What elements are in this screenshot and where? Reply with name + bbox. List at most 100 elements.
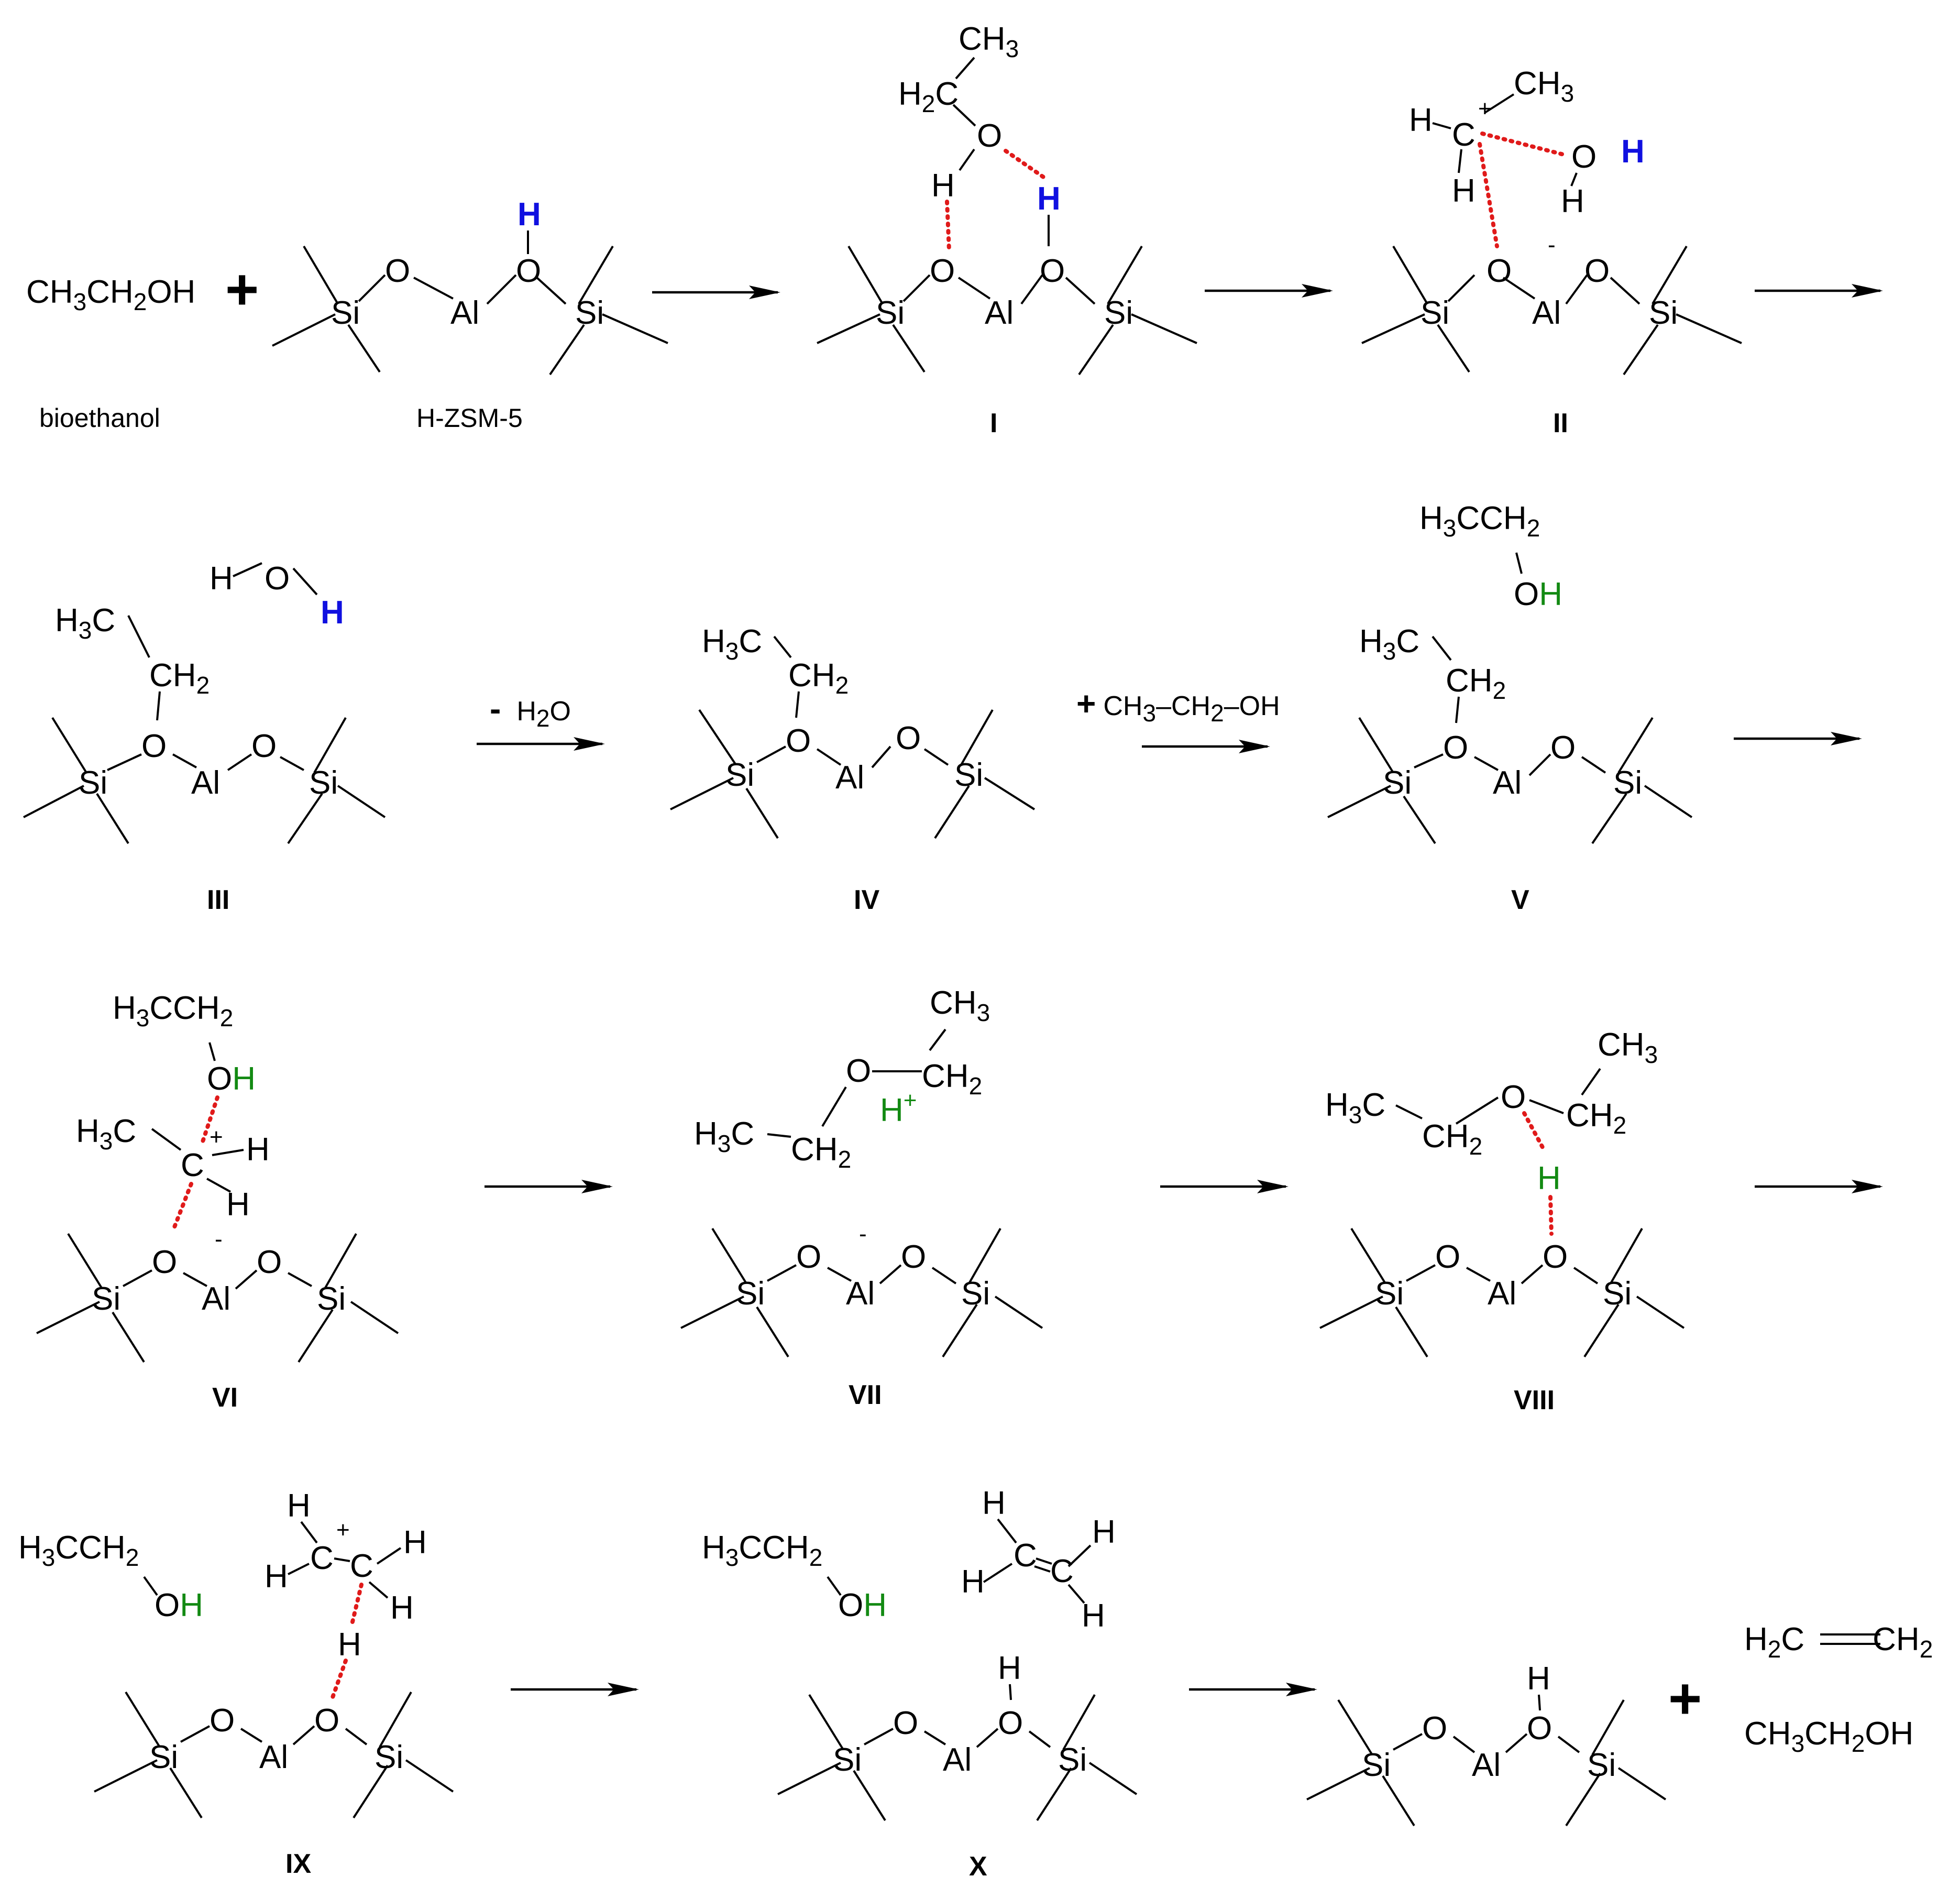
svg-text:H2C: H2C	[898, 76, 959, 117]
svg-text:O: O	[901, 1239, 926, 1275]
ethanol-proton: H	[1539, 576, 1562, 612]
reactant-ethanol: CH3CH2OH bioethanol	[26, 274, 195, 433]
svg-text:Si: Si	[317, 1281, 346, 1317]
svg-text:CH2: CH2	[149, 657, 210, 699]
svg-text:O: O	[152, 1244, 177, 1280]
intermediate-IX: H3CCH2 OH H H C + C H H H Si O Al O Si I…	[18, 1488, 454, 1879]
svg-text:CH2: CH2	[1446, 663, 1506, 704]
svg-text:H: H	[982, 1485, 1006, 1521]
svg-text:Si: Si	[1613, 765, 1642, 801]
svg-text:H3C: H3C	[1359, 623, 1419, 665]
svg-text:Si: Si	[575, 295, 604, 331]
svg-text:H3CCH2: H3CCH2	[1419, 500, 1540, 542]
svg-text:OH: OH	[1514, 576, 1562, 612]
intermediate-VIII: CH3 H3C CH2 O CH2 H Si O Al O Si VIII	[1319, 1027, 1685, 1415]
svg-text:Si: Si	[375, 1739, 403, 1775]
label-IV: IV	[854, 885, 879, 915]
svg-text:H: H	[961, 1564, 985, 1600]
ethanol-proton: H	[180, 1587, 203, 1623]
svg-text:Al: Al	[202, 1281, 230, 1317]
label-II: II	[1553, 408, 1568, 438]
svg-text:Si: Si	[1362, 1747, 1391, 1783]
zeolite-acid-proton: H	[517, 196, 541, 233]
label-X: X	[969, 1851, 987, 1882]
svg-text:Al: Al	[259, 1739, 288, 1775]
svg-text:H3C: H3C	[76, 1113, 136, 1155]
svg-text:C: C	[350, 1548, 373, 1584]
svg-text:H: H	[1561, 183, 1584, 219]
svg-text:C: C	[310, 1540, 334, 1576]
svg-text:CH3: CH3	[1514, 65, 1574, 107]
svg-text:H3C: H3C	[694, 1116, 754, 1157]
svg-text:H: H	[338, 1627, 361, 1663]
svg-text:O: O	[1527, 1710, 1552, 1747]
svg-text:H3C: H3C	[55, 602, 115, 644]
svg-text:O: O	[516, 253, 541, 289]
svg-text:O: O	[1422, 1710, 1447, 1747]
zeolite-caption: H-ZSM-5	[416, 403, 523, 433]
svg-text:Al: Al	[450, 295, 479, 331]
ethanol-proton: H+	[880, 1088, 917, 1128]
label-VIII: VIII	[1514, 1385, 1555, 1415]
svg-text:Si: Si	[1104, 295, 1133, 331]
svg-text:O: O	[1443, 730, 1468, 766]
label-IX: IX	[285, 1849, 311, 1879]
ethanol-proton: H	[863, 1587, 887, 1623]
svg-text:O: O	[1584, 253, 1610, 289]
svg-text:O: O	[1501, 1079, 1526, 1115]
svg-text:O: O	[141, 728, 167, 764]
intermediate-I: CH3 H2C O H H Si O Al O Si I	[817, 21, 1197, 438]
label-VII: VII	[849, 1380, 882, 1410]
zeolite-acid-proton: H	[1621, 134, 1645, 170]
svg-text:CH3: CH3	[959, 21, 1019, 62]
svg-text:-: -	[215, 1226, 223, 1252]
svg-text:H: H	[246, 1132, 270, 1168]
intermediate-II: CH3 H C + H O H H Si O - Al O Si II	[1361, 65, 1742, 438]
regenerated-zeolite: H Si O Al O Si	[1306, 1661, 1667, 1827]
label-I: I	[990, 408, 997, 438]
svg-text:O: O	[265, 561, 290, 597]
svg-text:Si: Si	[961, 1276, 990, 1312]
svg-text:H3CCH2: H3CCH2	[18, 1530, 139, 1571]
svg-text:O: O	[1486, 253, 1512, 289]
svg-text:CH2: CH2	[791, 1132, 851, 1173]
label-V: V	[1511, 885, 1529, 915]
svg-text:Si: Si	[725, 757, 754, 793]
svg-text:Al: Al	[846, 1276, 875, 1312]
plus-sign-1: +	[225, 257, 259, 322]
ethanol-caption: bioethanol	[39, 403, 160, 433]
svg-text:Al: Al	[1493, 765, 1522, 801]
svg-text:O: O	[210, 1703, 235, 1739]
svg-text:H3C: H3C	[1325, 1087, 1385, 1128]
intermediate-X: H3CCH2 OH H H H H C C H Si O Al O Si X	[702, 1485, 1138, 1882]
svg-text:CH2: CH2	[1422, 1118, 1482, 1160]
svg-text:O: O	[796, 1239, 821, 1275]
svg-text:Si: Si	[1587, 1747, 1616, 1783]
svg-text:H: H	[1452, 173, 1475, 209]
svg-text:Al: Al	[1472, 1747, 1501, 1783]
svg-text:Al: Al	[1488, 1276, 1516, 1312]
zeolite-acid-proton: H	[1037, 181, 1061, 217]
svg-text:CH3: CH3	[930, 985, 990, 1026]
svg-text:CH2: CH2	[788, 657, 849, 699]
svg-text:Si: Si	[833, 1742, 862, 1778]
intermediate-VII: CH3 O CH2 H+ H3C CH2 Si O - Al O Si VII	[680, 985, 1043, 1410]
svg-text:O: O	[251, 728, 277, 764]
svg-text:H3CCH2: H3CCH2	[113, 990, 233, 1031]
svg-text:Si: Si	[1603, 1276, 1632, 1312]
svg-text:O: O	[1040, 253, 1065, 289]
svg-text:Si: Si	[1375, 1276, 1404, 1312]
svg-text:H: H	[226, 1187, 250, 1223]
step-plus-ethanol: +CH3–CH2–OH	[1076, 685, 1280, 727]
svg-text:Si: Si	[92, 1281, 120, 1317]
step-minus-water: -H2O	[490, 690, 571, 732]
svg-text:H: H	[1409, 102, 1433, 138]
svg-text:O: O	[1543, 1239, 1568, 1275]
svg-text:H: H	[210, 561, 233, 597]
svg-text:+: +	[336, 1517, 350, 1543]
svg-text:Al: Al	[835, 760, 864, 796]
svg-text:O: O	[998, 1705, 1023, 1741]
svg-text:Si: Si	[876, 295, 905, 331]
